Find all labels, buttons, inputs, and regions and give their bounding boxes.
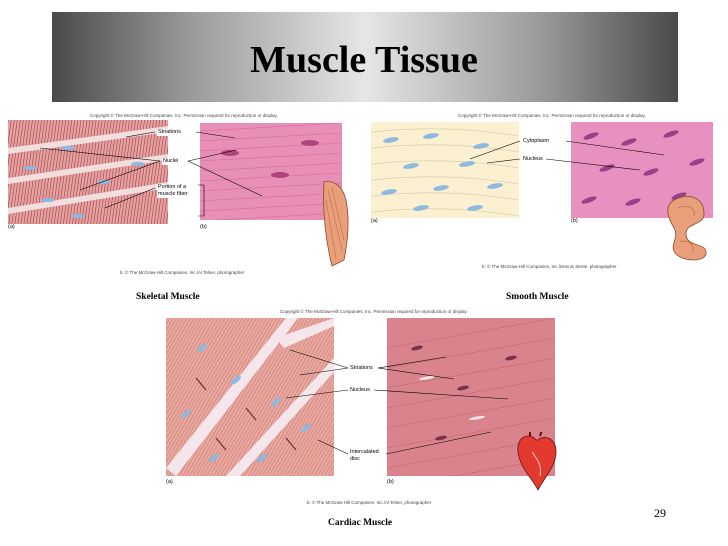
smooth-panel-a: (a) bbox=[371, 218, 378, 224]
skeletal-drawing-a bbox=[8, 120, 168, 224]
cardiac-caption: Cardiac Muscle bbox=[328, 518, 393, 528]
cardiac-credit: b: © The McGraw-Hill Companies, Inc./Al … bbox=[307, 500, 432, 505]
smooth-micrograph-b bbox=[571, 122, 713, 218]
heart-icon bbox=[517, 432, 557, 491]
label-muscle-fiber-portion: Portion of a muscle fiber bbox=[157, 184, 195, 198]
label-nuclei: Nuclei bbox=[162, 158, 180, 165]
label-cytoplasm: Cytoplasm bbox=[522, 138, 550, 145]
page-number: 29 bbox=[654, 506, 666, 520]
skeletal-panel-a: (a) bbox=[8, 224, 15, 230]
smooth-credit: b: © The McGraw-Hill Companies, Inc./Den… bbox=[482, 264, 617, 269]
cardiac-panel-a: (a) bbox=[166, 479, 173, 485]
skeletal-panel-b: (b) bbox=[200, 224, 207, 230]
cardiac-panel-b: (b) bbox=[387, 479, 394, 485]
slide-title: Muscle Tissue bbox=[250, 39, 478, 81]
smooth-panel-b: (b) bbox=[571, 218, 578, 224]
cardiac-copyright: Copyright © The McGraw-Hill Companies, I… bbox=[280, 309, 468, 314]
skeletal-credit: b: © The McGraw-Hill Companies, Inc./Al … bbox=[120, 270, 245, 275]
label-intercalated-disc: Intercalated disc bbox=[349, 449, 385, 463]
skeletal-copyright: Copyright © The McGraw-Hill Companies, I… bbox=[90, 113, 278, 118]
label-nucleus-cardiac: Nucleus bbox=[349, 387, 371, 394]
label-striations-skeletal: Striations bbox=[157, 129, 182, 136]
arm-icon bbox=[323, 181, 349, 267]
label-nucleus-smooth: Nucleus bbox=[522, 156, 544, 163]
skeletal-caption: Skeletal Muscle bbox=[136, 292, 200, 302]
intestine-icon bbox=[667, 196, 707, 261]
skeletal-micrograph-b bbox=[200, 123, 342, 220]
smooth-caption: Smooth Muscle bbox=[506, 292, 569, 302]
smooth-drawing-a bbox=[371, 122, 519, 218]
cardiac-drawing-a bbox=[166, 318, 334, 476]
label-striations-cardiac: Striations bbox=[349, 365, 374, 372]
smooth-copyright: Copyright © The McGraw-Hill Companies, I… bbox=[458, 113, 646, 118]
title-bar bbox=[52, 12, 678, 102]
